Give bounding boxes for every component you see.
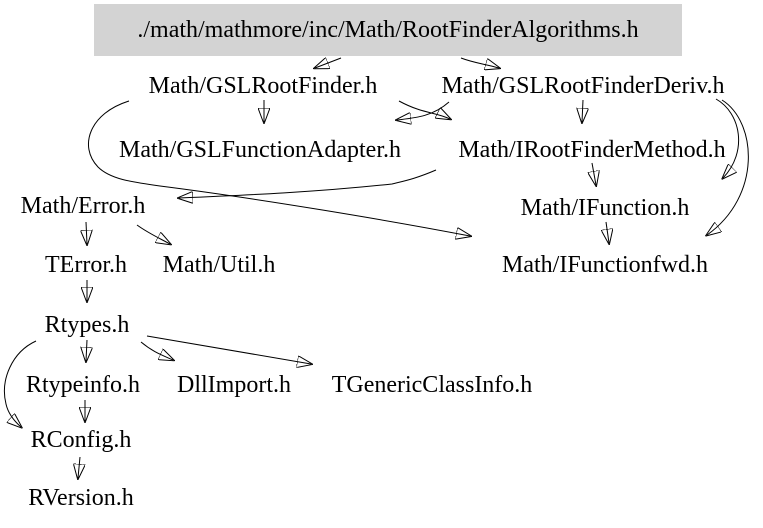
edge-rtypes-rconfig xyxy=(4,340,37,427)
node-tgenericclassinfo[interactable]: TGenericClassInfo.h xyxy=(331,372,533,398)
edge-gslrootfinder-ifunctionfwd xyxy=(88,100,470,236)
node-gslrootfinderderiv[interactable]: Math/GSLRootFinderDeriv.h xyxy=(441,73,725,99)
edge-rconfig-rversion xyxy=(78,456,80,478)
edge-gslrootfinderderiv-gslfunctionadapter xyxy=(397,101,450,120)
edge-irootfindermethod-error xyxy=(179,169,437,198)
node-ifunction[interactable]: Math/IFunction.h xyxy=(520,195,690,221)
node-dllimport[interactable]: DllImport.h xyxy=(177,372,291,398)
node-rootfinderalgorithms-label: ./math/mathmore/inc/Math/RootFinderAlgor… xyxy=(137,16,639,43)
edge-rtypes-tgenericclassinfo xyxy=(146,335,311,364)
node-gslrootfinder[interactable]: Math/GSLRootFinder.h xyxy=(148,73,378,99)
edge-gslrootfinderderiv-irootfindermethod xyxy=(582,99,583,122)
edge-irootfindermethod-ifunction xyxy=(592,162,596,185)
node-rconfig[interactable]: RConfig.h xyxy=(30,427,132,453)
edge-gslrootfinderderiv-ifunction xyxy=(715,98,740,178)
edge-rootfinderalgorithms-gslrootfinder xyxy=(315,58,342,68)
node-rootfinderalgorithms: ./math/mathmore/inc/Math/RootFinderAlgor… xyxy=(94,4,682,56)
node-util[interactable]: Math/Util.h xyxy=(162,252,276,278)
node-ifunctionfwd[interactable]: Math/IFunctionfwd.h xyxy=(502,252,708,278)
node-gslfunctionadapter[interactable]: Math/GSLFunctionAdapter.h xyxy=(119,137,401,163)
edge-error-util xyxy=(136,224,170,244)
edge-gslrootfinderderiv-ifunctionfwd xyxy=(707,99,749,235)
edge-gslrootfinder-irootfindermethod xyxy=(398,100,450,119)
node-irootfindermethod[interactable]: Math/IRootFinderMethod.h xyxy=(458,137,726,163)
node-error[interactable]: Math/Error.h xyxy=(20,193,146,219)
node-rtypeinfo[interactable]: Rtypeinfo.h xyxy=(26,372,140,398)
edge-ifunction-ifunctionfwd xyxy=(606,221,609,243)
node-rversion[interactable]: RVersion.h xyxy=(28,485,134,511)
node-rtypes[interactable]: Rtypes.h xyxy=(44,312,130,338)
node-terror[interactable]: TError.h xyxy=(45,252,127,278)
edge-rtypes-rtypeinfo xyxy=(86,339,87,361)
edge-rtypes-dllimport xyxy=(140,341,173,360)
edge-rootfinderalgorithms-gslrootfinderderiv xyxy=(460,57,499,68)
edge-error-terror xyxy=(86,221,87,244)
